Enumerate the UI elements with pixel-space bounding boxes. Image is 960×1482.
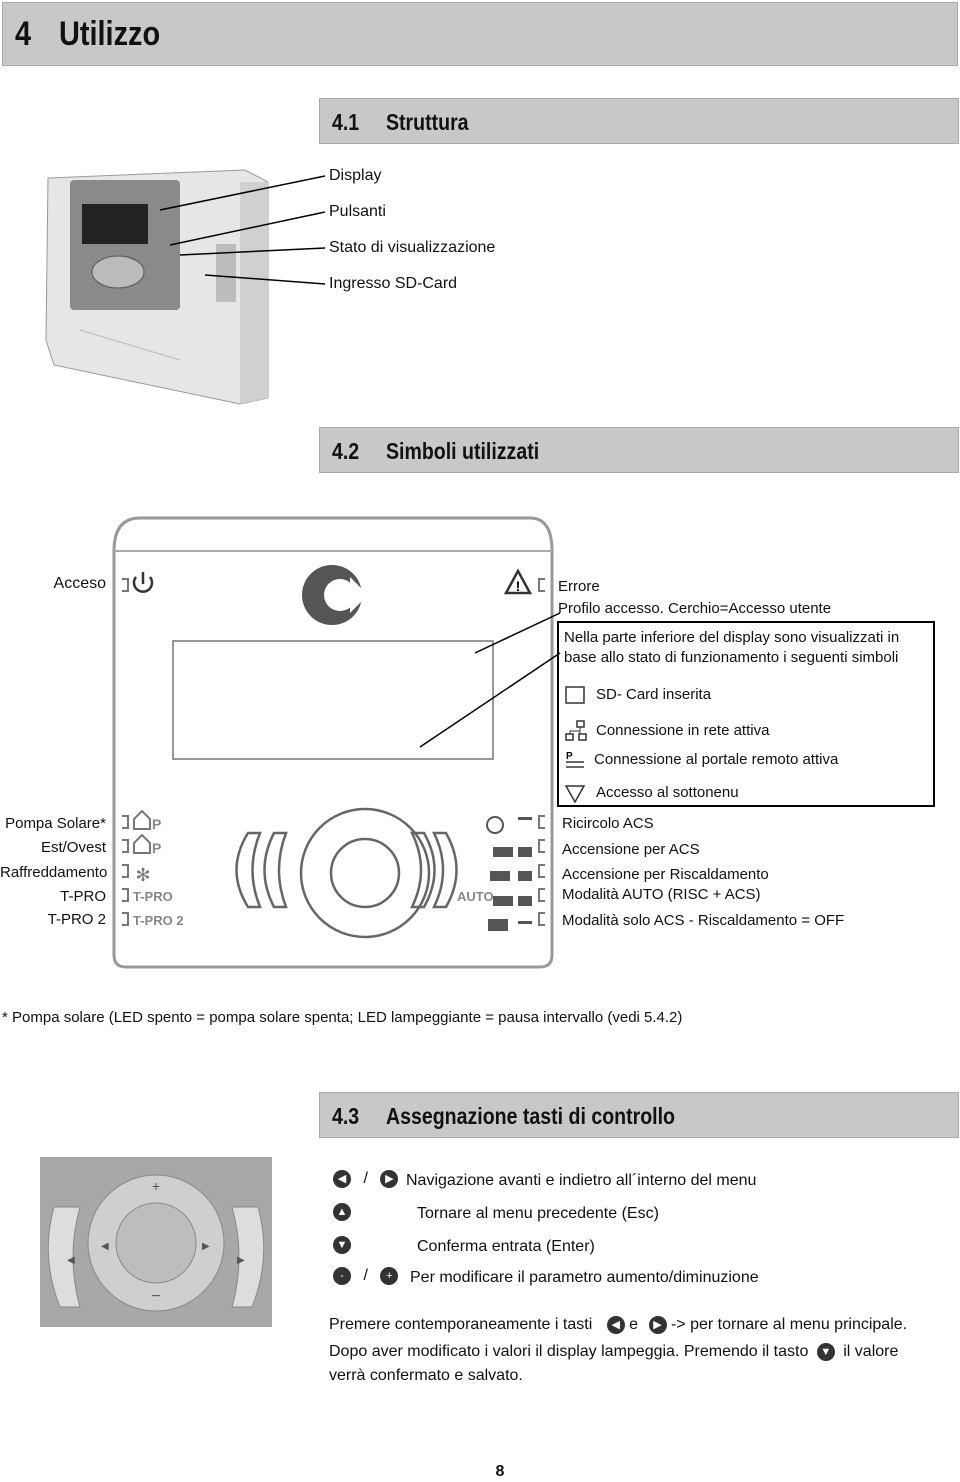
para2-b: il valore [843, 1343, 899, 1361]
plus-key-icon: + [380, 1267, 399, 1285]
auto-label: AUTO [457, 889, 494, 904]
section-title: Struttura [386, 109, 469, 135]
right-status-icons [486, 816, 532, 931]
power-icon [132, 572, 154, 593]
left-label-tpro2: T-PRO 2 [47, 911, 106, 928]
network-icon [565, 720, 587, 741]
device-photo [45, 169, 269, 405]
callout-status: Stato di visualizzazione [329, 239, 496, 256]
right-tri-icon: ▶ [202, 1241, 210, 1252]
right-label-ricircolo: Ricircolo ACS [562, 815, 654, 832]
left-arrow-icon: ◀ [67, 1255, 75, 1266]
callout-lines [159, 175, 326, 285]
footnote: * Pompa solare (LED spento = pompa solar… [2, 1009, 683, 1026]
snowflake-icon: ✻ [135, 865, 150, 885]
key-desc-esc: Tornare al menu precedente (Esc) [417, 1205, 659, 1222]
para-1: Premere contemporaneamente i tasti ◀ e ▶… [329, 1316, 907, 1334]
svg-text:!: ! [516, 578, 521, 594]
callout-sdcard: Ingresso SD-Card [329, 275, 458, 292]
section-number: 4.2 [332, 438, 360, 464]
profilo-label: Profilo accesso. Cerchio=Accesso utente [558, 600, 832, 617]
slash: / [363, 1267, 368, 1285]
para1-c: -> per tornare al menu principale. [670, 1316, 908, 1334]
para1-b: e [629, 1316, 639, 1334]
symbol-portal: Connessione al portale remoto attiva [594, 751, 839, 768]
left-label-tpro: T-PRO [60, 888, 106, 905]
key-row-plusminus: - / + Per modificare il parametro aument… [333, 1267, 933, 1291]
left-label-raffreddamento: Raffreddamento [0, 864, 108, 881]
left-icon-tpro: T-PRO [133, 889, 173, 904]
para1-a: Premere contemporaneamente i tasti [329, 1316, 593, 1334]
left-house-icons [133, 809, 151, 854]
chapter-number: 4 [15, 15, 32, 53]
down-key-icon: ▼ [333, 1236, 351, 1254]
svg-text:−: − [151, 1288, 160, 1305]
warning-icon: ! [503, 568, 533, 595]
box-text-1: Nella parte inferiore del display sono v… [564, 629, 900, 646]
chapter-header: 4 Utilizzo [2, 2, 958, 66]
right-arrow-icon: ▶ [237, 1255, 245, 1266]
right-key-icon: ▶ [648, 1316, 667, 1334]
left-key-icon: ◀ [606, 1316, 625, 1334]
consolar-logo-icon [302, 565, 368, 625]
symbol-box: Nella parte inferiore del display sono v… [557, 621, 935, 807]
symbol-submenu: Accesso al sottonenu [596, 784, 739, 801]
left-icon-p2: P [152, 840, 161, 856]
box-text-2: base allo stato di funzionamento i segue… [564, 649, 899, 666]
chapter-title: Utilizzo [59, 15, 161, 53]
section-4-3-header: 4.3 Assegnazione tasti di controllo [319, 1092, 959, 1138]
key-row-nav: ◀ / ▶ Navigazione avanti e indietro all´… [333, 1170, 933, 1194]
portal-icon: P [566, 751, 584, 768]
errore-label: Errore [558, 578, 600, 595]
section-title: Assegnazione tasti di controllo [386, 1103, 675, 1129]
callout-buttons: Pulsanti [329, 203, 386, 220]
left-tri-icon: ◀ [101, 1241, 109, 1252]
left-icon-p1: P [152, 816, 161, 832]
key-desc-nav: Navigazione avanti e indietro all´intern… [406, 1172, 757, 1189]
section-title: Simboli utilizzati [386, 438, 540, 464]
svg-text:P: P [566, 751, 573, 762]
key-desc-param: Per modificare il parametro aumento/dimi… [410, 1269, 759, 1286]
section-4-1-header: 4.1 Struttura [319, 98, 959, 144]
right-label-riscaldamento: Accensione per Riscaldamento [562, 866, 769, 883]
section-number: 4.3 [332, 1103, 360, 1129]
up-key-icon: ▲ [333, 1203, 351, 1221]
right-label-auto: Modalità AUTO (RISC + ACS) [562, 886, 761, 903]
section-4-2-header: 4.2 Simboli utilizzati [319, 427, 959, 473]
key-row-up: ▲ Tornare al menu precedente (Esc) [333, 1203, 933, 1227]
section-number: 4.1 [332, 109, 360, 135]
left-label-estovest: Est/Ovest [40, 839, 106, 856]
slash: / [363, 1170, 368, 1188]
nav-buttons-outline [235, 807, 458, 939]
right-label-acs: Accensione per ACS [562, 841, 700, 858]
keypad-photo: + − ◀ ▶ ◀ ▶ [40, 1157, 272, 1327]
acceso-label: Acceso [53, 575, 106, 592]
control-panel-drawing: ! ✻ P P T-PRO T-PRO 2 [112, 516, 554, 969]
right-label-solo-acs: Modalità solo ACS - Riscaldamento = OFF [562, 912, 845, 929]
sdcard-icon [565, 686, 585, 704]
submenu-triangle-icon [564, 785, 586, 804]
svg-text:+: + [152, 1178, 160, 1194]
key-row-down: ▼ Conferma entrata (Enter) [333, 1236, 933, 1260]
right-key-icon: ▶ [380, 1170, 399, 1188]
display-outline [172, 640, 494, 760]
symbol-sdcard: SD- Card inserita [596, 686, 712, 703]
para2-a: Dopo aver modificato i valori il display… [329, 1343, 809, 1361]
left-label-pompa: Pompa Solare* [5, 815, 106, 832]
left-icon-tpro2: T-PRO 2 [133, 913, 184, 928]
left-key-icon: ◀ [333, 1170, 351, 1188]
callout-display: Display [329, 167, 382, 184]
display-pointer-lines [419, 612, 561, 748]
down-key-icon: ▼ [816, 1343, 835, 1361]
symbol-network: Connessione in rete attiva [596, 722, 770, 739]
key-desc-enter: Conferma entrata (Enter) [417, 1238, 595, 1255]
para-3: verrà confermato e salvato. [329, 1367, 523, 1384]
minus-key-icon: - [333, 1267, 351, 1285]
page-number: 8 [495, 1463, 505, 1480]
para-2: Dopo aver modificato i valori il display… [329, 1343, 898, 1361]
